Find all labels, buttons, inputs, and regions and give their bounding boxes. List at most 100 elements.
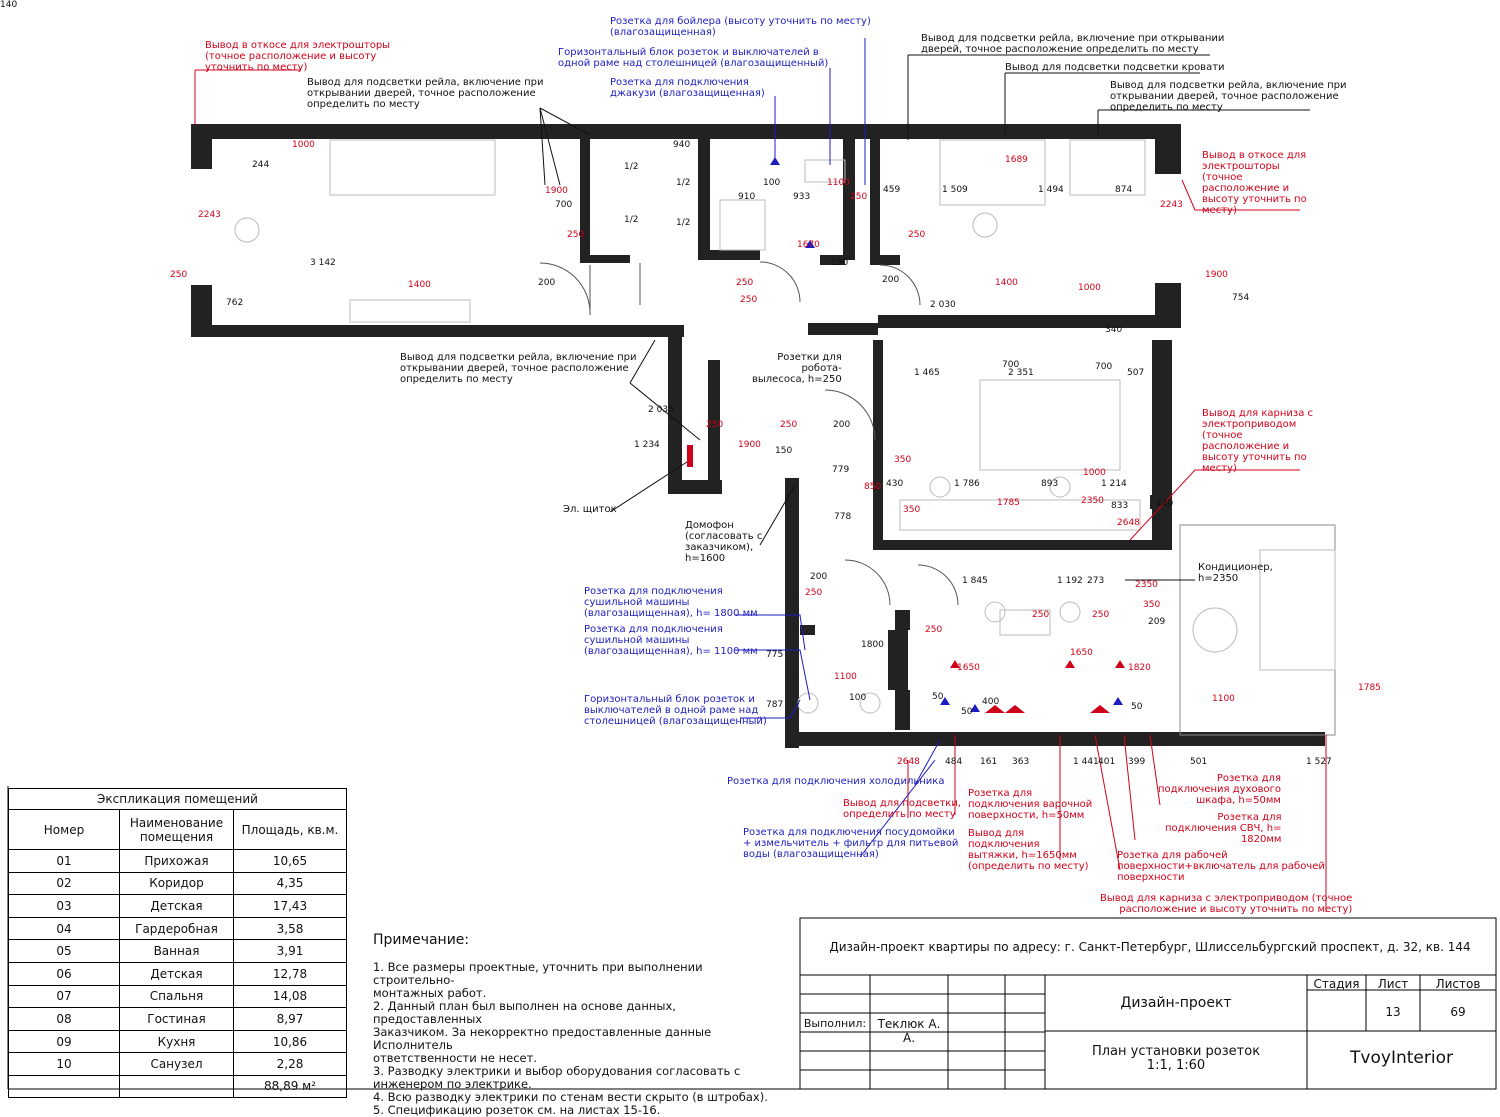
dimension-label: 350 xyxy=(903,505,921,515)
room-name: Коридор xyxy=(119,871,234,896)
room-explication-table: Экспликация помещений Номер Наименование… xyxy=(8,788,347,1098)
dimension-label: 1900 xyxy=(1205,270,1228,280)
drawing-title-line-1: План установки розеток xyxy=(1091,1044,1261,1059)
note-cornice-kitchen: Вывод для карниза с электроприводом (точ… xyxy=(1100,893,1353,915)
sheet-number: 13 xyxy=(1385,1005,1401,1019)
dimension-label: 250 xyxy=(805,588,823,598)
dimension-label: 933 xyxy=(793,192,811,202)
dimension-label: 2 351 xyxy=(1008,368,1034,378)
dimension-label: 2243 xyxy=(198,210,221,220)
dimension-label: 2 035 xyxy=(648,405,674,415)
dimension-label: 1900 xyxy=(545,186,568,196)
note-rail-light-3: Вывод для подсветки рейла, включение при… xyxy=(1110,80,1347,113)
dimension-label: 3 142 xyxy=(310,258,336,268)
dimension-label: 1 192 xyxy=(1057,576,1083,586)
dimension-label: 1000 xyxy=(292,140,315,150)
room-area: 10,86 xyxy=(233,1029,347,1054)
dimension-label: 1/2 xyxy=(624,215,639,225)
dimension-label: 150 xyxy=(831,258,849,268)
dimension-label: 1 441 xyxy=(1073,757,1099,767)
dimension-label: 2 030 xyxy=(930,300,956,310)
note-line: 5. Спецификацию розеток см. на листах 15… xyxy=(373,1103,661,1117)
room-name: Детская xyxy=(119,894,234,918)
note-fridge-socket: Розетка для подключения холодильника xyxy=(727,776,945,787)
dimension-label: 754 xyxy=(1232,293,1250,303)
note-rail-light-2: Вывод для подсветки рейла, включение при… xyxy=(921,33,1225,55)
dimension-label: 1400 xyxy=(408,280,431,290)
project-address: Дизайн-проект квартиры по адресу: г. Сан… xyxy=(829,940,1471,954)
dimension-label: 200 xyxy=(538,278,556,288)
dimension-label: 787 xyxy=(766,700,784,710)
drawing-title: План установки розеток 1:1, 1:60 xyxy=(1045,1045,1307,1073)
header-number: Номер xyxy=(8,809,120,850)
dimension-label: 250 xyxy=(1092,610,1110,620)
dimension-label: 250 xyxy=(1032,610,1050,620)
dimension-label: 779 xyxy=(832,465,850,475)
dimension-label: 209 xyxy=(1148,617,1166,627)
note-line: ответственности не несет. xyxy=(373,1051,537,1065)
note-rail-light-4: Вывод для подсветки рейла, включение при… xyxy=(400,352,637,385)
dimension-label: 399 xyxy=(1128,757,1146,767)
dimension-label: 250 xyxy=(736,278,754,288)
room-number: 07 xyxy=(8,984,120,1009)
explication-title: Экспликация помещений xyxy=(8,788,347,809)
dimension-label: 940 xyxy=(673,140,691,150)
dimension-label: 459 xyxy=(883,185,901,195)
dimension-label: 850 xyxy=(864,482,882,492)
dimension-label: 250 xyxy=(170,270,188,280)
note-line: монтажных работ. xyxy=(373,986,487,1000)
walls xyxy=(191,124,1325,748)
dimension-label: 200 xyxy=(810,572,828,582)
dimension-label: 1 465 xyxy=(914,368,940,378)
sheets-label: Листов xyxy=(1435,977,1481,991)
notes-title: Примечание: xyxy=(373,932,470,948)
dimension-label: 2243 xyxy=(1160,200,1183,210)
dimension-label: 250 xyxy=(740,295,758,305)
performer-label: Выполнил: xyxy=(803,1017,867,1030)
dimension-label: 1 845 xyxy=(962,576,988,586)
room-name: Кухня xyxy=(119,1029,234,1054)
dimension-label: 1/2 xyxy=(676,178,691,188)
dimension-label: 1 234 xyxy=(634,440,660,450)
dimension-label: 250 xyxy=(850,192,868,202)
dimension-label: 1785 xyxy=(1358,683,1381,693)
dimension-label: 1100 xyxy=(834,672,857,682)
dimension-label: 1100 xyxy=(1212,694,1235,704)
total-area: 88,89 м² xyxy=(233,1074,347,1098)
room-number: 08 xyxy=(8,1007,120,1031)
dimension-label: 100 xyxy=(849,693,867,703)
dimension-label: 363 xyxy=(1012,757,1030,767)
dimension-label: 1650 xyxy=(1070,648,1093,658)
dimension-label: 1/2 xyxy=(676,218,691,228)
dimension-label: 140 xyxy=(0,0,18,10)
dimension-label: 1 494 xyxy=(1038,185,1064,195)
room-number: 06 xyxy=(8,961,120,986)
sheet-label: Лист xyxy=(1377,977,1409,991)
note-line: 2. Данный план был выполнен на основе да… xyxy=(373,999,676,1026)
dimension-label: 1820 xyxy=(1128,663,1151,673)
dimension-label: 161 xyxy=(980,757,998,767)
room-name: Гостиная xyxy=(119,1007,234,1031)
dimension-label: 50 xyxy=(961,707,973,717)
note-line: 3. Разводку электрики и выбор оборудован… xyxy=(373,1064,741,1078)
dimension-label: 250 xyxy=(780,420,798,430)
dimension-label: 250 xyxy=(908,230,926,240)
dimension-label: 50 xyxy=(1131,702,1143,712)
note-air-conditioner: Кондиционер,h=2350 xyxy=(1198,562,1273,584)
performer-name: Теклюк А. А. xyxy=(877,1017,941,1045)
note-line: 1. Все размеры проектные, уточнить при в… xyxy=(373,960,703,987)
dimension-label: 1 509 xyxy=(942,185,968,195)
dimension-label: 762 xyxy=(226,298,244,308)
dimension-label: 2648 xyxy=(1117,518,1140,528)
dimension-label: 1670 xyxy=(797,240,820,250)
